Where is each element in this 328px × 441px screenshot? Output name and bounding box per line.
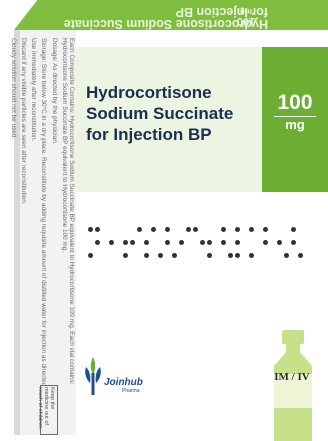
braille-dot xyxy=(263,227,268,232)
keep-out-text: Keep the medicine out of reach of childr… xyxy=(37,387,55,430)
braille-dot xyxy=(172,253,177,258)
braille-dot xyxy=(137,227,142,232)
braille-dot xyxy=(277,240,282,245)
top-flap-strength: 100 mg xyxy=(226,6,266,27)
braille-dot xyxy=(130,240,135,245)
route-label: IM / IV xyxy=(274,371,310,383)
braille-dot xyxy=(200,240,205,245)
braille-dot xyxy=(88,253,93,258)
braille-dot xyxy=(165,227,170,232)
product-strength: 100 mg xyxy=(262,92,328,133)
strength-band xyxy=(262,47,328,192)
braille-dot xyxy=(158,253,163,258)
strength-value: 100 xyxy=(277,91,313,114)
brand-tagline: Pharma xyxy=(122,388,140,394)
braille-dot xyxy=(263,240,268,245)
side-paragraph-composition: Each Composite Contains: Hydrocortisone … xyxy=(60,38,75,385)
braille-dot xyxy=(193,227,198,232)
braille-dot xyxy=(284,253,289,258)
top-flap-strength-value: 100 xyxy=(236,15,256,27)
braille-dot xyxy=(144,253,149,258)
product-name-line: Sodium Succinate xyxy=(86,104,234,123)
product-name-panel xyxy=(76,47,262,192)
braille-dot xyxy=(95,240,100,245)
strength-divider xyxy=(274,116,316,117)
braille-dot xyxy=(291,240,296,245)
side-paragraph-cloudy: Cloudy solution should not be used. xyxy=(9,38,17,140)
keep-out-box xyxy=(40,385,58,435)
braille-dot xyxy=(207,253,212,258)
side-panel-text: Each Composite Contains: Hydrocortisone … xyxy=(10,38,75,428)
braille-dot xyxy=(221,240,226,245)
braille-dot xyxy=(249,227,254,232)
braille-dot xyxy=(228,253,233,258)
strength-unit: mg xyxy=(285,117,305,132)
side-paragraph-dosage: Dosage: As directed by the physician. xyxy=(50,38,58,145)
side-paragraph-use: Use immediately after reconstitution. xyxy=(30,38,38,142)
braille-dot xyxy=(109,240,114,245)
side-panel-edge xyxy=(14,30,20,435)
braille-dot xyxy=(249,253,254,258)
braille-dot xyxy=(165,240,170,245)
product-name: Hydrocortisone Sodium Succinate for Inje… xyxy=(86,82,262,145)
braille-dot xyxy=(151,227,156,232)
carton-side-panel xyxy=(14,30,76,435)
braille-dots xyxy=(88,227,308,267)
braille-dot xyxy=(298,253,303,258)
side-paragraph-storage: Storage: Store below 30°C in a dry place… xyxy=(40,38,48,388)
brand-logo-icon xyxy=(85,357,101,395)
braille-dot xyxy=(235,253,240,258)
braille-dot xyxy=(291,227,296,232)
braille-dot xyxy=(179,240,184,245)
braille-dot xyxy=(88,227,93,232)
braille-dot xyxy=(221,227,226,232)
braille-dot xyxy=(123,253,128,258)
braille-dot xyxy=(186,227,191,232)
brand-name: Joinhub xyxy=(104,377,143,388)
top-flap-strength-unit: mg xyxy=(240,7,252,16)
braille-dot xyxy=(123,240,128,245)
braille-dot xyxy=(235,240,240,245)
product-name-line: Hydrocortisone xyxy=(86,83,212,102)
vial-icon xyxy=(274,330,312,441)
product-name-line: for Injection BP xyxy=(86,125,212,144)
braille-dot xyxy=(207,240,212,245)
braille-dot xyxy=(144,240,149,245)
braille-dot xyxy=(235,227,240,232)
braille-dot xyxy=(95,227,100,232)
side-paragraph-discard: Discard if any visible particles are see… xyxy=(19,38,27,205)
